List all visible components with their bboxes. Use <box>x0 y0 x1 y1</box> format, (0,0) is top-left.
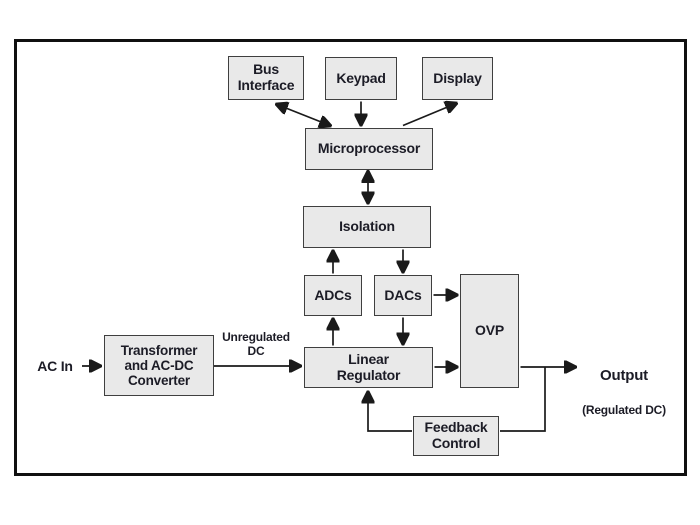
node-adcs-label: ADCs <box>314 286 352 303</box>
node-feedback-control: Feedback Control <box>413 416 499 456</box>
node-microprocessor: Microprocessor <box>305 128 433 170</box>
arrow-feedback-control-to-linear-regulator <box>368 393 412 432</box>
node-display-label: Display <box>433 69 482 86</box>
node-ovp-label: OVP <box>475 322 504 339</box>
node-bus-interface-label: Bus Interface <box>237 61 295 93</box>
label-unregulated-dc: Unregulated DC <box>222 330 290 359</box>
node-transformer-ac-dc-converter: Transformer and AC-DC Converter <box>104 335 214 396</box>
label-output-sub: (Regulated DC) <box>582 403 666 417</box>
node-feedback-control-label: Feedback Control <box>424 419 488 451</box>
wire-output-to-feedback-control <box>500 367 546 432</box>
label-output: Output (Regulated DC) <box>580 349 668 435</box>
node-transformer-label: Transformer and AC-DC Converter <box>120 342 198 389</box>
node-keypad: Keypad <box>325 57 397 100</box>
node-dacs: DACs <box>374 275 432 316</box>
node-isolation: Isolation <box>303 206 431 248</box>
node-bus-interface: Bus Interface <box>228 56 304 100</box>
label-ac-in: AC In <box>37 358 73 374</box>
node-linear-regulator: Linear Regulator <box>304 347 433 388</box>
label-output-main: Output <box>600 367 648 384</box>
diagram-frame <box>14 39 687 476</box>
node-dacs-label: DACs <box>384 286 422 303</box>
node-microprocessor-label: Microprocessor <box>317 140 421 157</box>
node-ovp: OVP <box>460 274 519 388</box>
node-linear-regulator-label: Linear Regulator <box>336 350 401 383</box>
node-adcs: ADCs <box>304 275 362 316</box>
arrow-microprocessor-to-display <box>402 104 456 127</box>
arrow-bus-interface-microprocessor-bidirectional <box>277 105 330 126</box>
node-display: Display <box>422 57 493 100</box>
node-isolation-label: Isolation <box>339 218 395 235</box>
node-keypad-label: Keypad <box>336 69 386 86</box>
